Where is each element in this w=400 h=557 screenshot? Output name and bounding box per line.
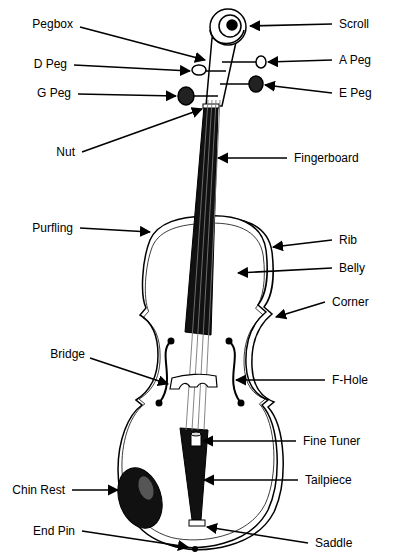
leader-arrows bbox=[80, 27, 205, 60]
violin-nut bbox=[203, 104, 219, 108]
leader-arrows bbox=[82, 531, 188, 547]
part-label: Saddle bbox=[314, 536, 353, 550]
violin-fine-tuner bbox=[191, 432, 201, 436]
part-label: Corner bbox=[331, 295, 370, 309]
violin-chin-rest bbox=[110, 462, 169, 534]
part-label: Tailpiece bbox=[304, 473, 353, 487]
violin-scroll bbox=[210, 9, 246, 45]
part-label: End Pin bbox=[32, 524, 76, 538]
part-label: E Peg bbox=[338, 86, 373, 100]
leader-arrows bbox=[236, 379, 325, 381]
violin-pegs bbox=[192, 95, 218, 97]
part-label: Fingerboard bbox=[293, 151, 360, 165]
violin-pegs bbox=[220, 83, 250, 85]
leader-arrows bbox=[276, 302, 325, 317]
leader-arrows bbox=[72, 24, 332, 547]
part-label: Nut bbox=[55, 145, 76, 159]
leader-arrows bbox=[238, 268, 332, 273]
leader-arrows bbox=[74, 65, 190, 71]
part-label: Scroll bbox=[338, 17, 370, 31]
part-label: Bridge bbox=[49, 347, 86, 361]
leader-arrows bbox=[218, 157, 287, 159]
part-label: Belly bbox=[338, 261, 366, 275]
leader-arrows bbox=[268, 60, 332, 62]
part-label: Chin Rest bbox=[11, 483, 66, 497]
violin-pegs bbox=[222, 61, 256, 63]
violin-bridge bbox=[170, 374, 217, 389]
part-label: Pegbox bbox=[31, 17, 74, 31]
violin-pegs bbox=[204, 70, 226, 72]
leader-arrows bbox=[207, 527, 308, 543]
part-label: Fine Tuner bbox=[302, 434, 361, 448]
violin-pegs bbox=[178, 56, 266, 105]
violin-saddle bbox=[189, 520, 205, 526]
violin-pegs bbox=[249, 76, 263, 92]
part-label: D Peg bbox=[33, 57, 68, 71]
part-label: A Peg bbox=[338, 53, 372, 67]
leader-arrows bbox=[250, 24, 332, 26]
violin-scroll bbox=[210, 30, 244, 44]
violin-fingerboard bbox=[185, 106, 218, 335]
leader-arrows bbox=[78, 94, 176, 96]
leader-arrows bbox=[82, 109, 202, 152]
leader-arrows bbox=[90, 358, 168, 384]
part-label: G Peg bbox=[36, 86, 72, 100]
violin-f-holes bbox=[160, 342, 170, 402]
violin-f-holes bbox=[230, 342, 240, 402]
violin-chin-rest bbox=[136, 474, 157, 501]
leader-arrows bbox=[203, 440, 296, 442]
violin-pegs bbox=[192, 65, 206, 75]
leader-arrows bbox=[72, 489, 118, 491]
violin-scroll bbox=[219, 15, 241, 37]
part-label: Rib bbox=[338, 233, 358, 247]
violin-scroll bbox=[227, 20, 237, 30]
violin-f-holes bbox=[157, 401, 162, 406]
violin-pegs bbox=[256, 56, 266, 68]
violin-f-holes bbox=[169, 339, 174, 344]
violin-end-pin bbox=[192, 546, 198, 552]
violin-f-holes bbox=[227, 339, 232, 344]
violin-chin-rest bbox=[110, 462, 169, 534]
leader-arrows bbox=[80, 228, 150, 232]
part-label: F-Hole bbox=[331, 373, 369, 387]
leader-arrows bbox=[273, 240, 332, 247]
leader-arrows bbox=[204, 479, 298, 481]
leader-arrows bbox=[265, 85, 332, 93]
violin-pegs bbox=[178, 87, 194, 105]
violin-fine-tuner bbox=[191, 432, 201, 446]
violin-f-holes bbox=[239, 401, 244, 406]
violin-scroll bbox=[206, 9, 246, 106]
part-label: Purfling bbox=[31, 221, 74, 235]
